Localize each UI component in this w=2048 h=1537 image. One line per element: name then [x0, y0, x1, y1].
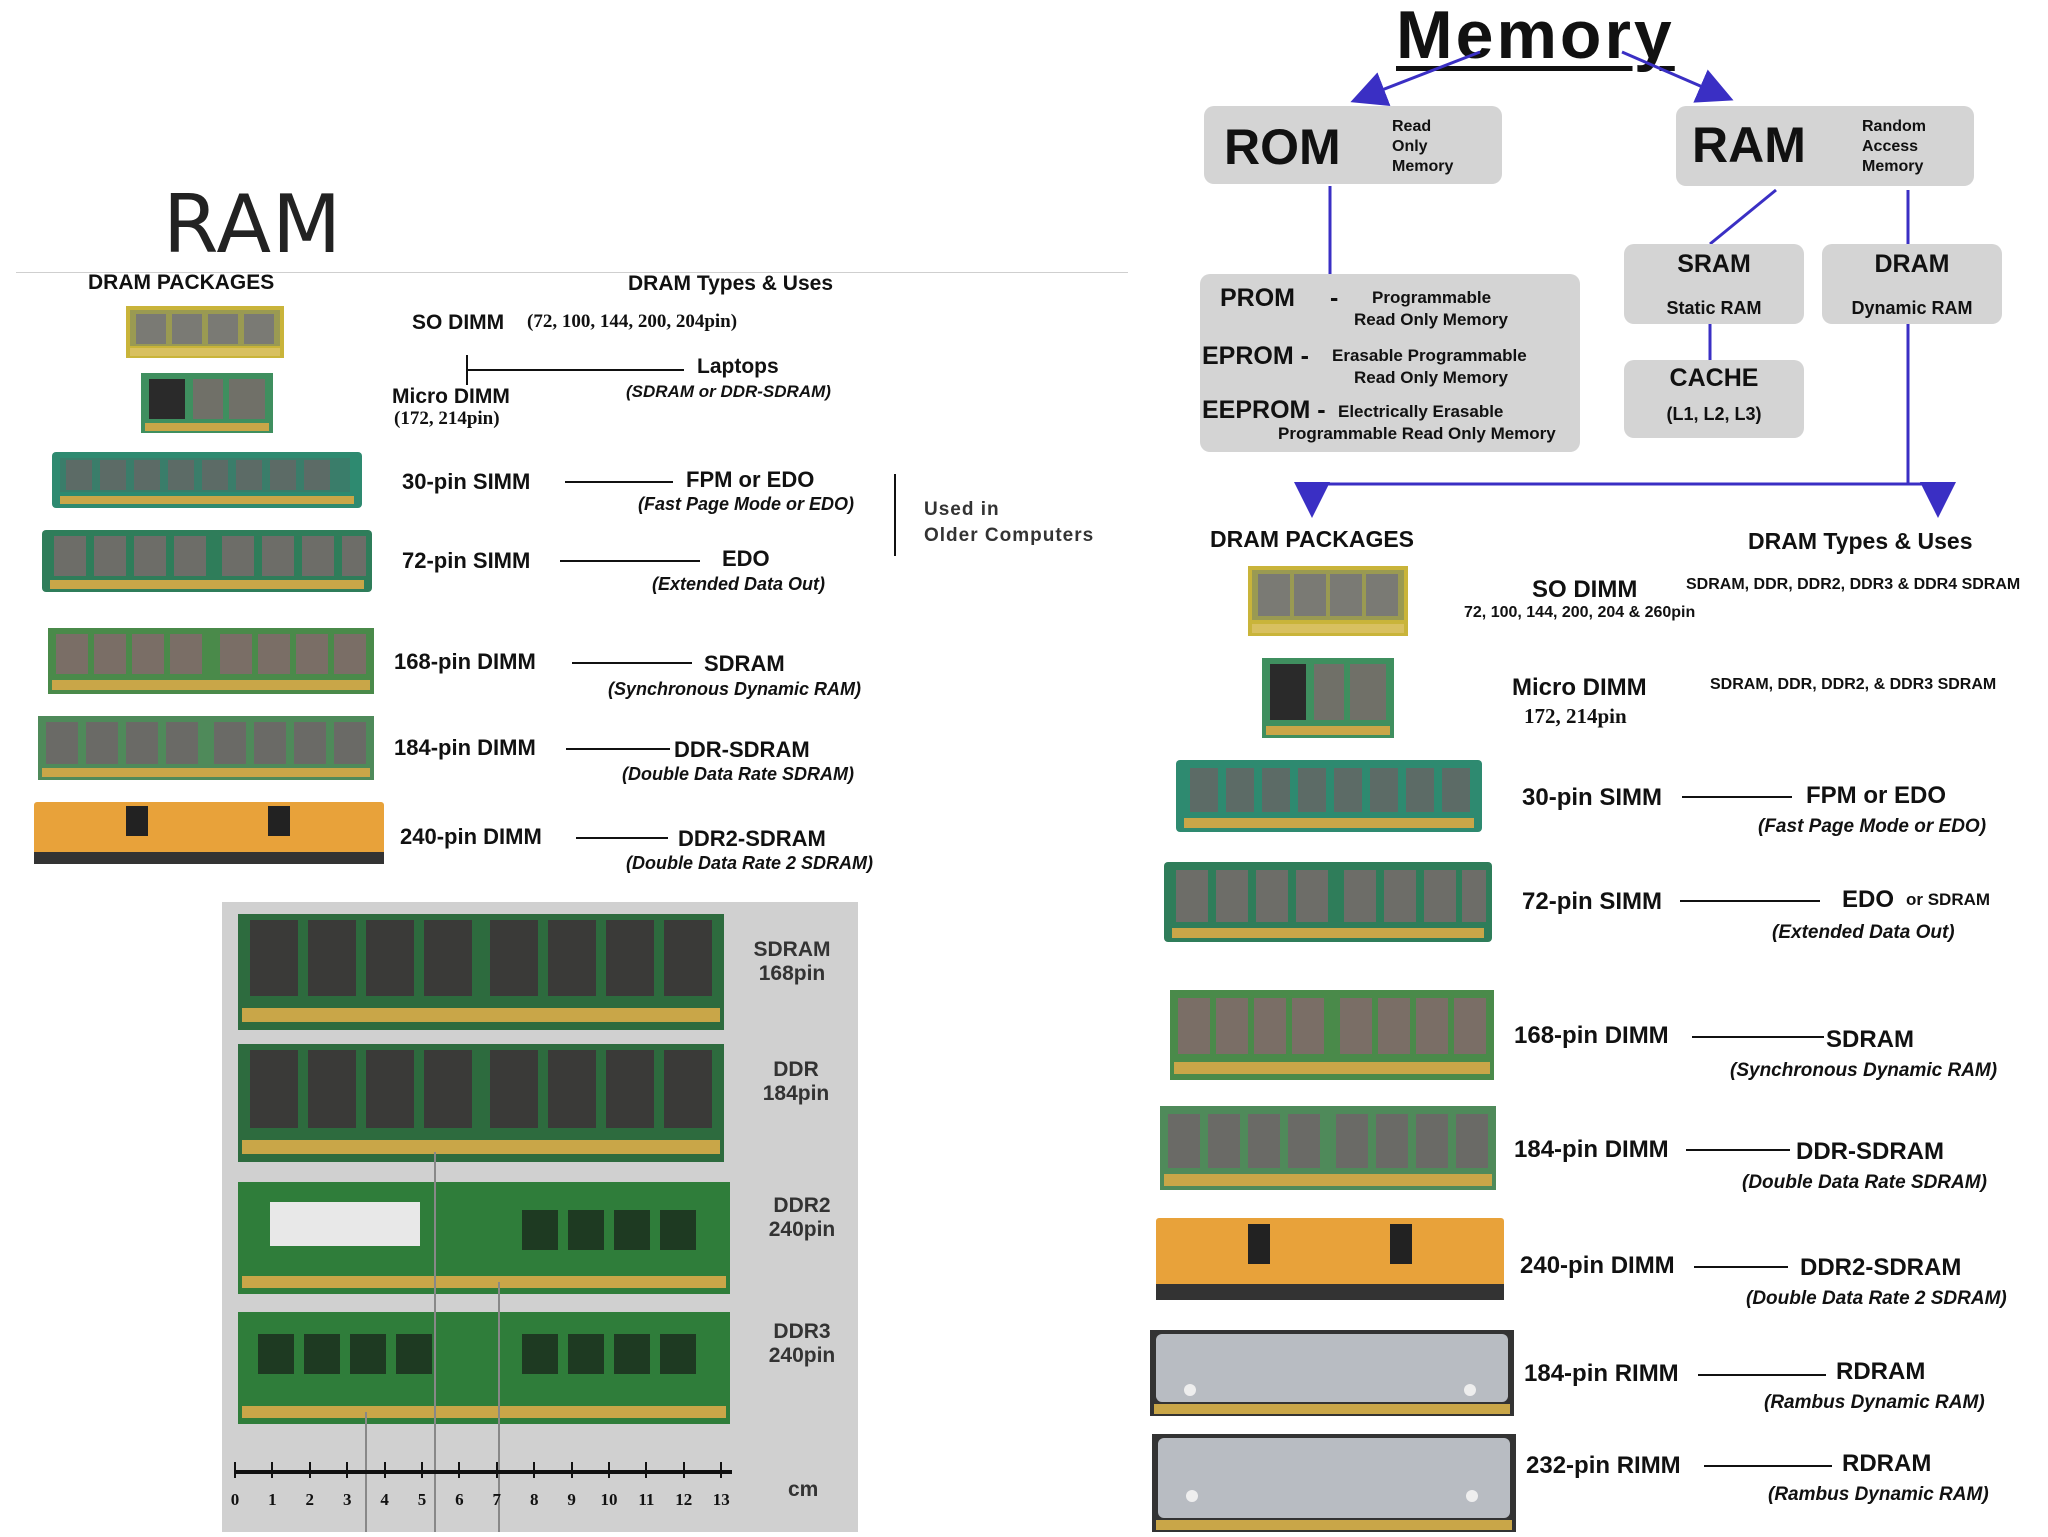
right-row-pkg: 232-pin RIMM [1526, 1452, 1681, 1480]
168pin-dimm-module [1170, 990, 1494, 1080]
right-row-connector [1682, 796, 1792, 798]
right-row-desc: (Rambus Dynamic RAM) [1764, 1392, 1985, 1414]
184pin-dimm-module [1160, 1106, 1496, 1190]
right-row-connector [1680, 900, 1820, 902]
so-dimm-module [1248, 566, 1408, 636]
right-row-pkg: 30-pin SIMM [1522, 784, 1662, 812]
right-row-desc: (Fast Page Mode or EDO) [1758, 816, 1986, 838]
sram-abbr: SRAM [1624, 250, 1804, 279]
prom-desc-line: Read Only Memory [1354, 310, 1508, 330]
eeprom-desc-line: Programmable Read Only Memory [1278, 424, 1556, 444]
eprom-abbr: EPROM - [1202, 342, 1309, 371]
sram-desc: Static RAM [1624, 298, 1804, 319]
right-row-connector [1686, 1149, 1790, 1151]
eprom-desc-line: Erasable Programmable [1332, 346, 1527, 366]
ram-full-line: Access [1862, 138, 1918, 156]
right-row-desc: (Double Data Rate 2 SDRAM) [1746, 1288, 2007, 1310]
72pin-simm-module [1164, 862, 1492, 942]
right-micro-dimm-pins: 172, 214pin [1524, 704, 1627, 729]
right-row-pkg: 168-pin DIMM [1514, 1022, 1669, 1050]
right-micro-dimm-types: SDRAM, DDR, DDR2, & DDR3 SDRAM [1710, 676, 1996, 694]
right-row-type: RDRAM [1836, 1358, 1925, 1386]
right-row-type: DDR2-SDRAM [1800, 1254, 1961, 1282]
right-row-connector [1698, 1374, 1826, 1376]
cache-abbr: CACHE [1624, 364, 1804, 393]
right-row-pkg: 184-pin RIMM [1524, 1360, 1679, 1388]
right-row-desc: (Double Data Rate SDRAM) [1742, 1172, 1987, 1194]
right-row-connector [1694, 1266, 1788, 1268]
right-row-type: EDO [1842, 886, 1894, 914]
right-row-extra: or SDRAM [1906, 890, 1990, 910]
eprom-desc-line: Read Only Memory [1354, 368, 1508, 388]
right-row-connector [1692, 1036, 1824, 1038]
dram-desc: Dynamic RAM [1822, 298, 2002, 319]
right-micro-dimm-label: Micro DIMM [1512, 674, 1647, 702]
right-so-dimm-pins: 72, 100, 144, 200, 204 & 260pin [1464, 604, 1695, 622]
ram-full-line: Random [1862, 118, 1926, 136]
right-row-desc: (Rambus Dynamic RAM) [1768, 1484, 1989, 1506]
eeprom-abbr: EEPROM - [1202, 396, 1326, 425]
right-so-dimm-label: SO DIMM [1532, 576, 1637, 604]
right-row-type: RDRAM [1842, 1450, 1931, 1478]
right-row-type: SDRAM [1826, 1026, 1914, 1054]
prom-abbr: PROM [1220, 284, 1295, 313]
right-row-connector [1704, 1465, 1832, 1467]
right-packages-header: DRAM PACKAGES [1210, 526, 1414, 553]
ram-full-line: Memory [1862, 158, 1923, 176]
right-row-desc: (Synchronous Dynamic RAM) [1730, 1060, 1997, 1082]
prom-dash: - [1330, 284, 1338, 313]
rom-abbr: ROM [1224, 118, 1341, 176]
rom-full-line: Memory [1392, 158, 1453, 176]
right-row-pkg: 240-pin DIMM [1520, 1252, 1675, 1280]
right-row-type: FPM or EDO [1806, 782, 1946, 810]
micro-dimm-module [1262, 658, 1394, 738]
cache-desc: (L1, L2, L3) [1624, 404, 1804, 425]
right-row-pkg: 184-pin DIMM [1514, 1136, 1669, 1164]
rom-full-line: Only [1392, 138, 1428, 156]
30pin-simm-module [1176, 760, 1482, 832]
right-types-header: DRAM Types & Uses [1748, 528, 1973, 555]
ram-abbr: RAM [1692, 116, 1806, 174]
right-row-type: DDR-SDRAM [1796, 1138, 1944, 1166]
eeprom-desc-line: Electrically Erasable [1338, 402, 1503, 422]
184pin-rimm-module [1150, 1330, 1514, 1416]
rom-full-line: Read [1392, 118, 1431, 136]
right-so-dimm-types: SDRAM, DDR, DDR2, DDR3 & DDR4 SDRAM [1686, 576, 2020, 594]
240pin-dimm-module [1156, 1218, 1504, 1300]
232pin-rimm-module [1152, 1434, 1516, 1532]
right-row-desc: (Extended Data Out) [1772, 922, 1955, 944]
dram-abbr: DRAM [1822, 250, 2002, 279]
prom-desc-line: Programmable [1372, 288, 1491, 308]
right-row-pkg: 72-pin SIMM [1522, 888, 1662, 916]
